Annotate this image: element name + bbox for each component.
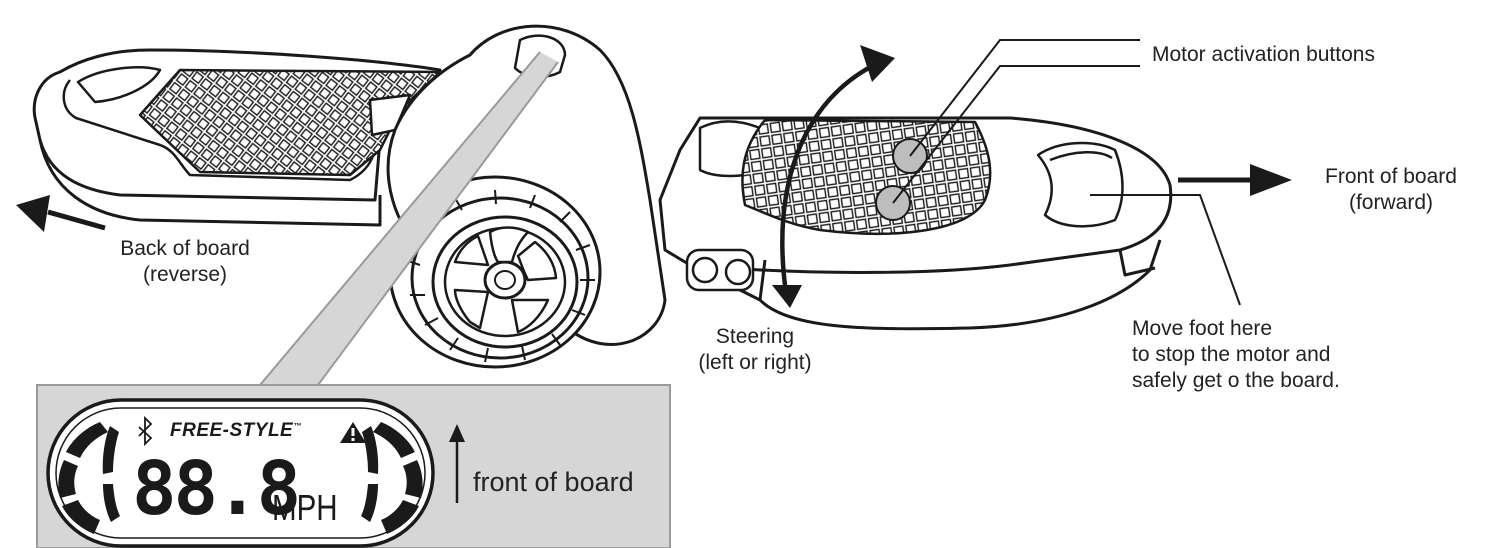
steering-label-line2: (left or right) — [698, 351, 812, 374]
back-of-board-label: Back of board (reverse) — [100, 236, 270, 288]
steering-arrow — [780, 59, 881, 301]
display-callout — [36, 51, 671, 548]
steering-label-line1: Steering — [715, 325, 795, 348]
back-arrow-shaft — [47, 209, 106, 231]
front-of-board-display-label: front of board — [473, 467, 634, 497]
move-foot-line2: to stop the motor and — [1132, 343, 1331, 366]
speed-readout: 88.8 — [132, 446, 301, 532]
brand-trademark: ™ — [293, 421, 302, 431]
left-battery-bars — [58, 422, 120, 534]
move-foot-line3: safely get o the board. — [1132, 369, 1340, 392]
speed-unit: MPH — [272, 487, 338, 528]
steering-label: Steering (left or right) — [670, 324, 840, 376]
move-foot-leader — [1090, 194, 1241, 306]
up-arrow-icon — [449, 424, 465, 503]
leader-lines — [892, 39, 1241, 306]
steering-arrow-bottom-head — [772, 285, 802, 308]
motor-leader-1 — [909, 39, 1140, 157]
front-of-board-label: Front of board (forward) — [1296, 164, 1486, 216]
brand-logo: FREE-STYLE™ — [170, 420, 302, 442]
move-foot-line1: Move foot here — [1132, 317, 1273, 340]
front-label-line2: (forward) — [1348, 191, 1433, 214]
wheel — [388, 175, 602, 369]
back-footpad — [32, 48, 442, 227]
warning-icon — [340, 422, 366, 443]
front-label-line1: Front of board — [1325, 165, 1457, 188]
back-label-line1: Back of board — [120, 237, 250, 260]
move-foot-label: Move foot here to stop the motor and saf… — [1132, 316, 1340, 394]
front-arrow-head — [1250, 164, 1292, 196]
right-battery-bars — [361, 422, 423, 534]
motor-buttons-label: Motor activation buttons — [1152, 43, 1375, 66]
back-arrow-head — [16, 195, 50, 232]
motor-leader-2 — [892, 65, 1140, 204]
back-label-line2: (reverse) — [142, 263, 227, 286]
bluetooth-icon — [138, 415, 153, 447]
direction-arrows — [16, 45, 1292, 308]
front-footpad — [658, 116, 1173, 331]
steering-arrow-top-head — [860, 45, 895, 82]
brand-name: FREE-STYLE — [170, 420, 294, 441]
